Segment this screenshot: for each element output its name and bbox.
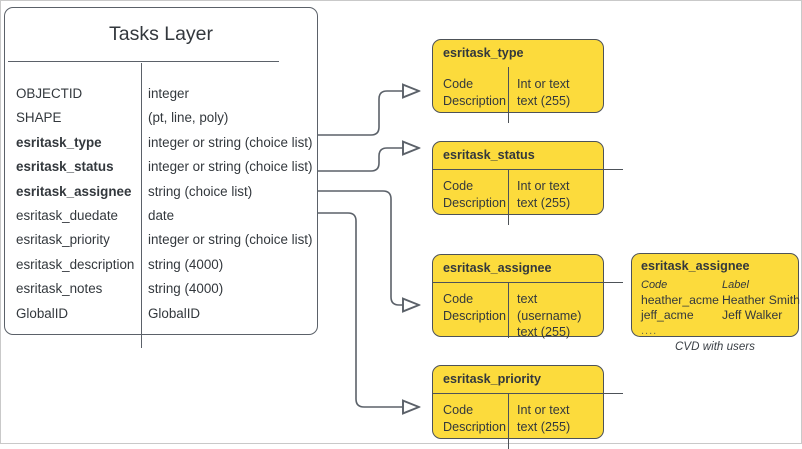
domain-left-column: Code Description [443,292,506,323]
field-type: integer or string (choice list) [148,159,313,175]
cvd-ellipsis: .... [641,324,658,337]
cvd-caption: CVD with users [675,340,755,353]
field-row: GlobalID GlobalID [5,306,317,330]
field-type: string (4000) [148,281,224,297]
cvd-code: heather_acme [641,292,719,307]
domain-box-assignee[interactable]: esritask_assignee Code Description text … [432,254,624,339]
domain-title-divider [433,169,624,170]
field-name: esritask_notes [16,281,103,297]
domain-left-column: Code Description [443,77,506,108]
cvd-sample-box[interactable]: esritask_assignee Code Label heather_acme… [631,253,800,339]
domain-title: esritask_assignee [443,261,552,275]
cvd-code: jeff_acme [641,308,694,323]
field-name: esritask_type [16,134,102,150]
cvd-row: jeff_acme Jeff Walker [641,308,800,324]
field-name: esritask_status [16,159,114,175]
domain-title: esritask_priority [443,372,542,386]
field-row: esritask_status integer or string (choic… [5,159,317,183]
field-row: esritask_description string (4000) [5,257,317,281]
cvd-header-label: Label [722,279,749,291]
tasks-layer-entity[interactable]: Tasks Layer OBJECTID integer SHAPE (pt, … [4,7,318,348]
domain-title: esritask_type [443,46,524,60]
domain-column-divider [508,393,509,449]
field-row: esritask_type integer or string (choice … [5,135,317,159]
connector-type [318,91,419,136]
domain-title: esritask_status [443,148,535,162]
entity-column-divider [141,63,142,348]
field-name: esritask_assignee [16,183,132,199]
field-row: OBJECTID integer [5,86,317,110]
cvd-header-row: Code Label [641,277,800,293]
field-type: GlobalID [148,305,201,321]
connector-priority [318,212,419,407]
field-type: (pt, line, poly) [148,110,229,126]
field-name: SHAPE [16,110,62,126]
domain-left-column: Code Description [443,403,506,434]
entity-title: Tasks Layer [108,23,214,45]
domain-title-divider [433,393,624,394]
field-row: esritask_priority integer or string (cho… [5,232,317,256]
domain-right-column: Int or text text (255) [517,77,571,108]
entity-field-list: OBJECTID integer SHAPE (pt, line, poly) … [5,86,317,330]
field-row: esritask_assignee string (choice list) [5,184,317,208]
field-type: string (choice list) [148,183,253,199]
field-type: string (4000) [148,256,224,272]
domain-box-type[interactable]: esritask_type Code Description Int or te… [432,39,604,123]
field-name: esritask_duedate [16,207,118,223]
field-type: integer [148,86,189,101]
field-type: date [148,207,175,223]
domain-column-divider [508,67,509,123]
connector-assignee [318,190,419,305]
domain-right-column: text (username) text (255) [517,292,582,339]
connector-status [318,148,419,172]
field-row: esritask_notes string (4000) [5,281,317,305]
domain-title-divider [433,282,624,283]
field-name: esritask_priority [16,232,110,248]
field-type: integer or string (choice list) [148,232,313,248]
domain-column-divider [508,282,509,338]
cvd-header-code: Code [641,279,668,291]
domain-box-status[interactable]: esritask_status Code Description Int or … [432,141,624,225]
field-name: GlobalID [16,305,69,321]
field-name: OBJECTID [16,86,83,101]
cvd-label: Heather Smith [722,292,800,307]
cvd-label: Jeff Walker [722,308,783,323]
cvd-title: esritask_assignee [641,259,750,273]
field-name: esritask_description [16,256,135,272]
domain-column-divider [508,169,509,225]
field-row: SHAPE (pt, line, poly) [5,110,317,134]
domain-left-column: Code Description [443,179,506,210]
domain-box-priority[interactable]: esritask_priority Code Description Int o… [432,365,624,449]
field-row: esritask_duedate date [5,208,317,232]
entity-title-divider [8,61,279,62]
field-type: integer or string (choice list) [148,134,313,150]
domain-right-column: Int or text text (255) [517,403,571,434]
domain-right-column: Int or text text (255) [517,179,571,210]
